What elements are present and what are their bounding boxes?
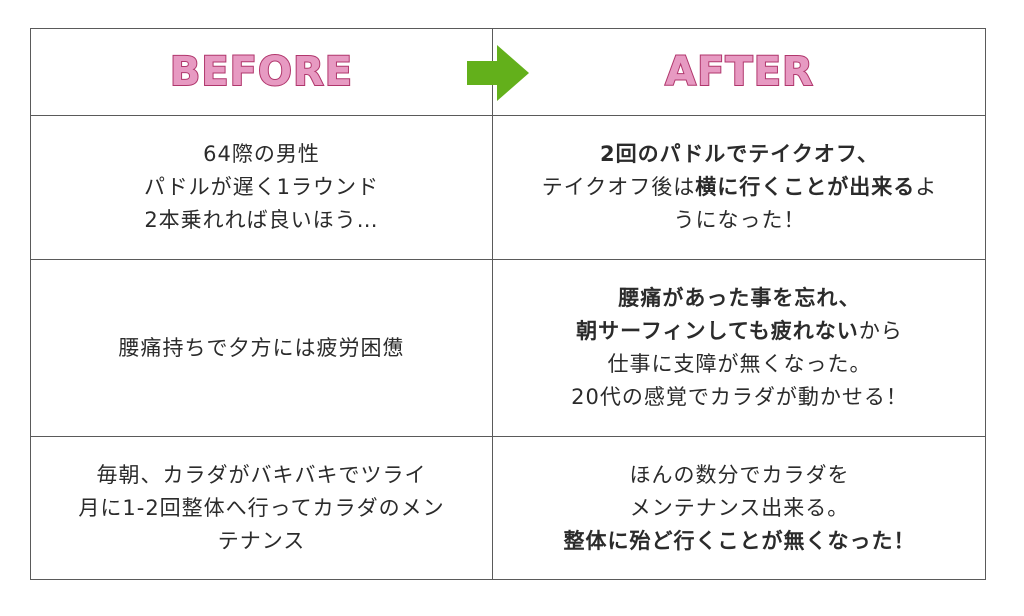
after-text: 腰痛があった事を忘れ、 (618, 286, 861, 310)
after-header-cell: AFTER (493, 29, 986, 115)
after-line: 腰痛があった事を忘れ、 (618, 282, 860, 315)
after-text: 朝サーフィンしても疲れない (576, 319, 859, 343)
after-text: 20代の感覚でカラダが動かせる！ (571, 385, 908, 409)
before-title: BEFORE (169, 48, 354, 95)
before-header-cell: BEFORE (31, 29, 492, 115)
row2-before-cell: 腰痛持ちで夕方には疲労困憊 (31, 260, 492, 436)
after-text: 横に行くことが出来る (695, 175, 916, 199)
row-divider (31, 436, 985, 437)
before-line: 2本乗れれば良いほう… (144, 208, 379, 232)
after-line: 2回のパドルでテイクオフ、 (600, 138, 879, 171)
comparison-table: BEFORE AFTER 64際の男性 パドルが遅く1ラウンド 2本乗れれば良い… (30, 28, 986, 580)
after-line: ほんの数分でカラダを (630, 459, 850, 492)
right-arrow-icon (467, 45, 529, 101)
after-text: 仕事に支障が無くなった。 (607, 352, 872, 376)
row1-before-cell: 64際の男性 パドルが遅く1ラウンド 2本乗れれば良いほう… (31, 116, 492, 259)
before-line: 64際の男性 (203, 142, 320, 166)
after-line: 20代の感覚でカラダが動かせる！ (571, 381, 908, 414)
after-text: 2回のパドルでテイクオフ、 (600, 142, 879, 166)
after-text: テイクオフ後は (541, 175, 696, 199)
before-line: テナンス (217, 529, 306, 553)
column-divider (492, 29, 493, 579)
before-line: 毎朝、カラダがバキバキでツライ (96, 463, 427, 487)
after-line: テイクオフ後は横に行くことが出来るよ (542, 171, 938, 204)
after-text: うになった！ (673, 208, 806, 232)
after-line: 整体に殆ど行くことが無くなった！ (564, 525, 916, 558)
before-line: パドルが遅く1ラウンド (144, 175, 379, 199)
after-text: 整体に殆ど行くことが無くなった！ (563, 529, 916, 553)
row1-after-cell: 2回のパドルでテイクオフ、 テイクオフ後は横に行くことが出来るよ うになった！ (493, 116, 986, 259)
after-text: から (858, 319, 903, 343)
after-text: よ (915, 175, 938, 199)
before-line: 月に1-2回整体へ行ってカラダのメン (78, 496, 445, 520)
before-line: 腰痛持ちで夕方には疲労困憊 (118, 335, 405, 360)
row3-after-cell: ほんの数分でカラダを メンテナンス出来る。 整体に殆ど行くことが無くなった！ (493, 437, 986, 580)
after-text: メンテナンス出来る。 (629, 496, 850, 520)
after-text: ほんの数分でカラダを (629, 463, 850, 487)
after-line: 仕事に支障が無くなった。 (608, 348, 872, 381)
after-line: うになった！ (674, 204, 806, 237)
row-divider (31, 115, 985, 116)
row3-before-cell: 毎朝、カラダがバキバキでツライ 月に1-2回整体へ行ってカラダのメン テナンス (31, 437, 492, 580)
row-divider (31, 259, 985, 260)
row2-after-cell: 腰痛があった事を忘れ、 朝サーフィンしても疲れないから 仕事に支障が無くなった。… (493, 260, 986, 436)
after-line: 朝サーフィンしても疲れないから (576, 315, 903, 348)
after-line: メンテナンス出来る。 (630, 492, 850, 525)
after-title: AFTER (664, 48, 814, 95)
